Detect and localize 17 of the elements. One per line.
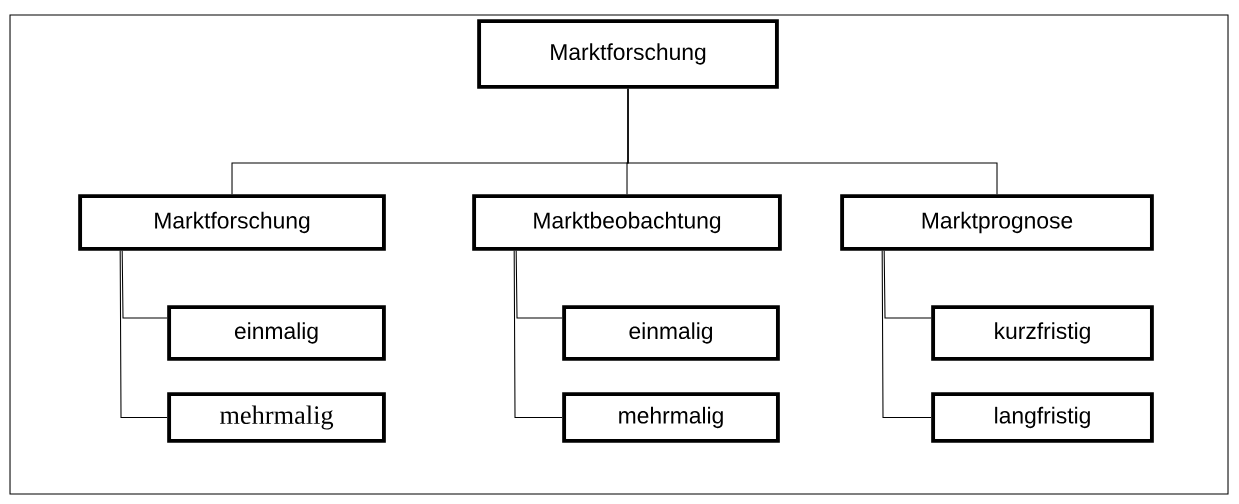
box: mehrmalig [167,392,386,443]
connector-line [883,250,932,319]
connector-line [627,88,998,195]
box: mehrmalig [562,392,780,443]
connector-line [515,250,563,319]
box: langfristig [931,392,1154,443]
box: kurzfristig [931,305,1154,361]
box: Marktforschung [78,194,386,251]
box: Marktforschung [477,19,779,89]
box: einmalig [562,305,780,361]
connector-line [119,250,168,418]
connector-line [121,250,168,319]
box: Marktbeobachtung [472,194,782,251]
connector-line [513,250,563,418]
connector-line [881,250,932,418]
box: einmalig [167,305,386,361]
box: Marktprognose [840,194,1154,251]
